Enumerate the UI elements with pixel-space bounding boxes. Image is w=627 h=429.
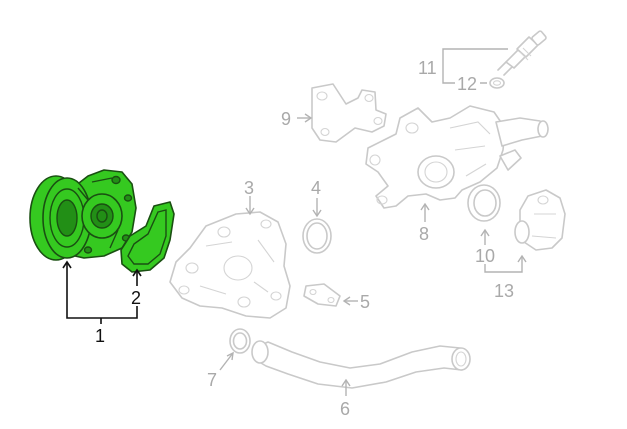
part-10-water-outlet[interactable] [514, 189, 566, 251]
callout-1: 1 [95, 326, 105, 346]
callout-8: 8 [419, 224, 429, 244]
callout-7: 7 [207, 370, 217, 390]
leader-7 [219, 352, 234, 371]
callout-2: 2 [131, 288, 141, 308]
part-13-o-ring[interactable] [489, 77, 505, 89]
callout-6: 6 [340, 399, 350, 419]
leader-13 [442, 67, 487, 84]
part-12-temperature-sensor[interactable] [497, 30, 547, 76]
callout-4: 4 [311, 178, 321, 198]
callout-12: 11 [418, 58, 437, 78]
part-6-coolant-pipe[interactable] [251, 340, 471, 389]
part-3-pump-housing[interactable] [169, 211, 291, 319]
leader-12 [442, 48, 508, 67]
callout-10: 13 [494, 281, 514, 301]
callout-5: 5 [360, 292, 370, 312]
part-9-bracket[interactable] [311, 83, 387, 143]
leader-10 [484, 256, 523, 273]
part-8-thermostat-housing[interactable] [365, 105, 549, 209]
leader-1 [66, 262, 138, 319]
part-7-o-ring[interactable] [229, 328, 251, 354]
callout-11: 10 [475, 246, 495, 266]
part-2-pump-gasket[interactable] [120, 201, 175, 273]
callout-9: 9 [281, 109, 291, 129]
part-5-gasket[interactable] [303, 283, 341, 307]
callout-3: 3 [244, 178, 254, 198]
part-11-seal[interactable] [467, 184, 501, 222]
part-4-o-ring[interactable] [302, 218, 332, 254]
part-1-water-pump[interactable] [29, 169, 137, 261]
callout-13: 12 [457, 74, 477, 94]
